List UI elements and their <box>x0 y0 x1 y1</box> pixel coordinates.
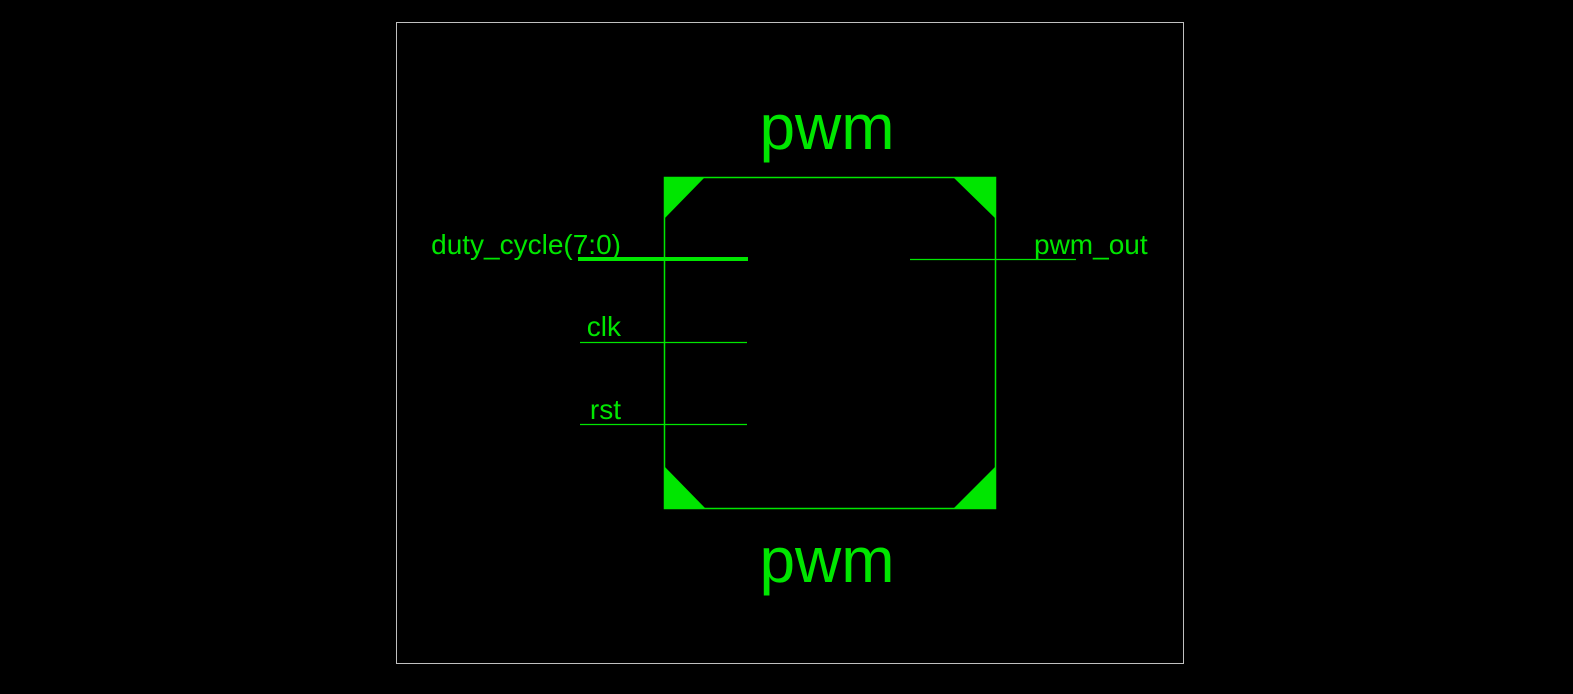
instance-label-bottom: pwm <box>759 524 894 596</box>
pwm-symbol[interactable]: pwm pwm duty_cycle(7:0) clk rst pwm_out <box>431 91 1148 596</box>
port-label-clk: clk <box>587 311 622 342</box>
instance-label-top: pwm <box>759 91 894 163</box>
sheet-frame <box>396 22 1184 664</box>
port-label-pwm-out: pwm_out <box>1034 229 1148 260</box>
corner-marker-top-left <box>664 177 705 219</box>
port-label-rst: rst <box>590 394 621 425</box>
corner-marker-top-right <box>953 177 996 219</box>
corner-marker-bottom-right <box>953 466 996 509</box>
corner-marker-bottom-left <box>664 466 706 509</box>
port-label-duty-cycle: duty_cycle(7:0) <box>431 229 621 260</box>
